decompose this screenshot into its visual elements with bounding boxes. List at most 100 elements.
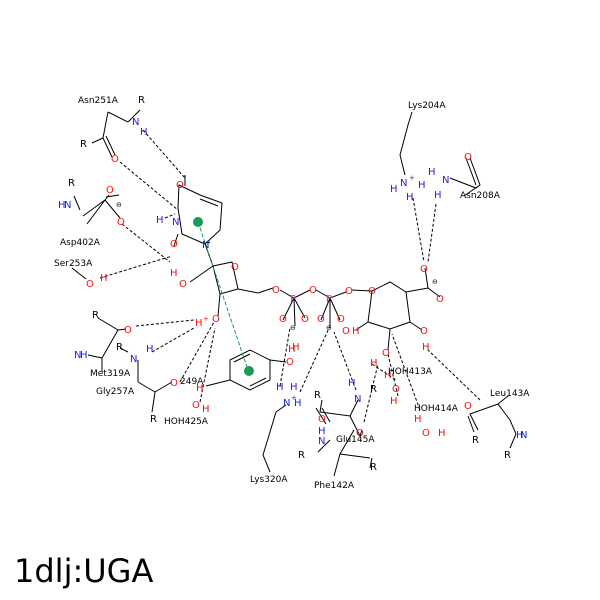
atom-o: O bbox=[286, 357, 294, 368]
atom-r: R bbox=[80, 139, 87, 150]
atom-labels: N R H R O R N H O O ⊖ O H R O N H R N H … bbox=[58, 95, 527, 473]
atom-o: O bbox=[117, 217, 125, 228]
atom-h: H bbox=[406, 192, 414, 203]
residue-ser253: Ser253A bbox=[54, 259, 93, 269]
atom-r: R bbox=[92, 310, 99, 321]
atom-o: O bbox=[179, 279, 187, 290]
atom-o: O bbox=[382, 348, 390, 359]
atom-o: O bbox=[318, 414, 326, 425]
atom-h: H bbox=[170, 268, 178, 279]
atom-r: R bbox=[298, 450, 305, 461]
atom-o: O bbox=[337, 314, 345, 325]
atom-o: O bbox=[301, 314, 309, 325]
atom-o: O bbox=[464, 401, 472, 412]
atom-h: H bbox=[384, 370, 392, 381]
atom-h: H bbox=[58, 200, 66, 211]
residue-tyr249: 249A bbox=[180, 377, 204, 387]
residue-gly257: Gly257A bbox=[96, 387, 135, 397]
charge-plus: + bbox=[409, 174, 415, 182]
atom-n: N bbox=[64, 200, 71, 211]
atom-o: O bbox=[342, 326, 350, 337]
atom-o: O bbox=[309, 285, 317, 296]
atom-o: O bbox=[345, 286, 353, 297]
residue-asp402: Asp402A bbox=[60, 238, 101, 248]
atom-h: H bbox=[80, 350, 88, 361]
atom-h: H bbox=[516, 430, 524, 441]
charge-minus: ⊖ bbox=[290, 324, 296, 332]
atom-o: O bbox=[231, 262, 239, 273]
atom-o: O bbox=[124, 325, 132, 336]
atom-p: P bbox=[326, 294, 332, 305]
atom-n: N bbox=[442, 175, 449, 186]
atom-n: N bbox=[400, 178, 407, 189]
atom-o: O bbox=[392, 384, 400, 395]
atom-o: O bbox=[192, 400, 200, 411]
atom-r: R bbox=[472, 435, 479, 446]
atom-o: O bbox=[420, 264, 428, 275]
residue-hoh413: HOH413A bbox=[388, 367, 433, 377]
atom-h: H bbox=[100, 273, 108, 284]
atom-h: H bbox=[288, 344, 296, 355]
atom-h: H bbox=[390, 184, 398, 195]
atom-o: O bbox=[212, 314, 220, 325]
residue-labels: Asn251A Asp402A Ser253A Met319A Gly257A … bbox=[54, 96, 530, 491]
hydrogen-bonds bbox=[99, 129, 481, 423]
atom-r: R bbox=[138, 95, 145, 106]
pi-centroid-cytosine bbox=[193, 217, 203, 227]
atom-o: O bbox=[422, 428, 430, 439]
residue-asn251: Asn251A bbox=[78, 96, 119, 106]
atom-o: O bbox=[86, 279, 94, 290]
residue-glu145: Glu145A bbox=[336, 435, 375, 445]
atom-o: O bbox=[106, 185, 114, 196]
atom-o: O bbox=[356, 428, 364, 439]
atom-o: O bbox=[436, 294, 444, 305]
atom-o: O bbox=[420, 326, 428, 337]
residue-met319: Met319A bbox=[90, 369, 131, 379]
residue-leu143: Leu143A bbox=[490, 389, 530, 399]
atom-h: H bbox=[434, 190, 442, 201]
atom-r: R bbox=[116, 342, 123, 353]
atom-h: H bbox=[294, 398, 302, 409]
atom-h: H bbox=[418, 180, 426, 191]
atom-n: N bbox=[74, 350, 81, 361]
charge-minus: ⊖ bbox=[326, 324, 332, 332]
atom-o: O bbox=[317, 314, 325, 325]
atom-h: H bbox=[352, 326, 360, 337]
atom-n: N bbox=[202, 240, 209, 251]
atom-h: H bbox=[290, 382, 298, 393]
atom-r: R bbox=[314, 390, 321, 401]
ligand-title: 1dlj:UGA bbox=[14, 552, 154, 590]
atom-h: H bbox=[202, 404, 210, 415]
pi-centroid-tyrosine bbox=[244, 366, 254, 376]
atom-n: N bbox=[283, 398, 290, 409]
residue-lys204: Lys204A bbox=[408, 101, 446, 111]
atom-h: H bbox=[195, 318, 203, 329]
atom-n: N bbox=[318, 436, 325, 447]
atom-o: O bbox=[368, 286, 376, 297]
covalent-bonds bbox=[71, 109, 517, 477]
atom-r: R bbox=[370, 384, 377, 395]
atom-h: H bbox=[276, 382, 284, 393]
atom-h: H bbox=[140, 127, 148, 138]
charge-plus: + bbox=[203, 315, 209, 323]
atom-n: N bbox=[354, 394, 361, 405]
atom-r: R bbox=[504, 450, 511, 461]
residue-phe142: Phe142A bbox=[314, 481, 355, 491]
atom-n: N bbox=[132, 117, 139, 128]
atom-h: H bbox=[370, 358, 378, 369]
residue-hoh425: HOH425A bbox=[164, 417, 209, 427]
atom-r: R bbox=[370, 462, 377, 473]
atom-p: P bbox=[290, 294, 296, 305]
pi-stacking bbox=[193, 217, 254, 376]
residue-hoh414: HOH414A bbox=[414, 404, 459, 414]
atom-o: O bbox=[272, 285, 280, 296]
atom-h: H bbox=[146, 344, 154, 355]
atom-r: R bbox=[150, 414, 157, 425]
atom-o: O bbox=[464, 152, 472, 163]
atom-h: H bbox=[390, 396, 398, 407]
atom-n: N bbox=[520, 430, 527, 441]
atom-o: O bbox=[279, 314, 287, 325]
atom-h: H bbox=[156, 215, 164, 226]
